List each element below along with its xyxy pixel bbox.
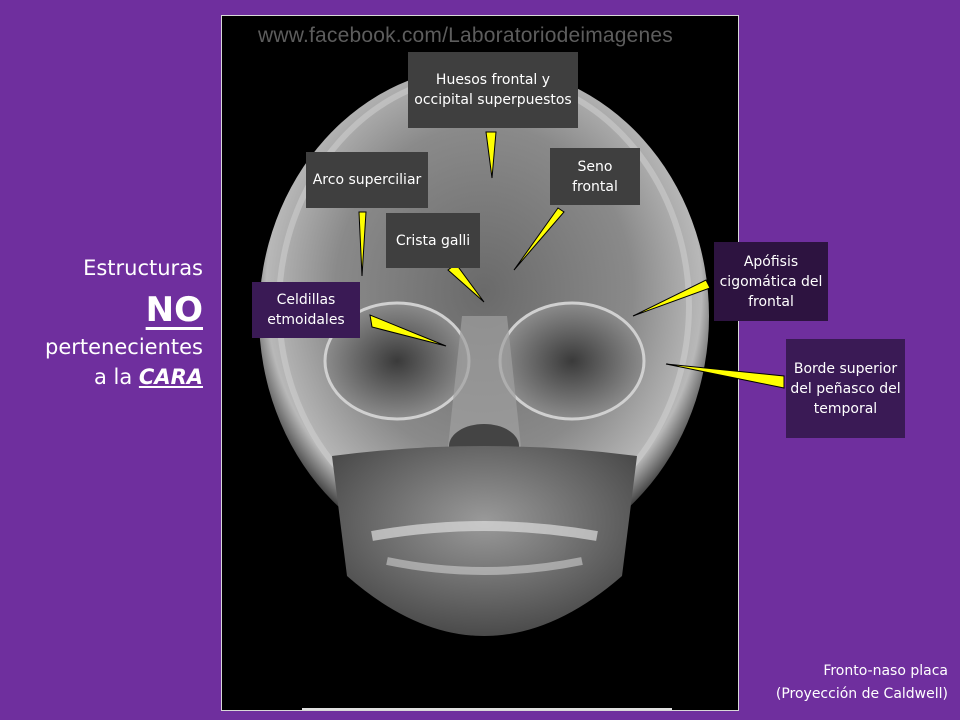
slide-title: Estructuras NO pertenecientes a la CARA bbox=[3, 248, 203, 392]
title-line-1: Estructuras bbox=[83, 256, 203, 280]
caption-line-1: Fronto-naso placa bbox=[823, 663, 948, 679]
right-orbit bbox=[498, 301, 646, 421]
watermark-text: www.facebook.com/Laboratoriodeimagenes bbox=[258, 24, 673, 47]
label-seno-frontal: Seno frontal bbox=[550, 148, 640, 205]
label-apofisis-cigomatica: Apófisis cigomática del frontal bbox=[714, 242, 828, 321]
title-line-2: NO bbox=[145, 290, 203, 330]
label-crista-galli: Crista galli bbox=[386, 213, 480, 268]
projection-caption: Fronto-naso placa (Proyección de Caldwel… bbox=[776, 660, 948, 706]
label-borde-penasco: Borde superior del peñasco del temporal bbox=[786, 339, 905, 438]
mandible-shape bbox=[332, 446, 637, 636]
label-celdillas-etmoidales: Celdillas etmoidales bbox=[252, 282, 360, 338]
title-line-4-prefix: a la bbox=[93, 365, 139, 389]
title-line-4-emphasis: CARA bbox=[138, 365, 203, 389]
caption-line-2: (Proyección de Caldwell) bbox=[775, 686, 948, 702]
title-line-3: pertenecientes bbox=[45, 335, 203, 359]
label-huesos-frontal-occipital: Huesos frontal y occipital superpuestos bbox=[408, 52, 578, 128]
title-line-4: a la CARA bbox=[3, 362, 203, 392]
label-arco-superciliar: Arco superciliar bbox=[306, 152, 428, 208]
